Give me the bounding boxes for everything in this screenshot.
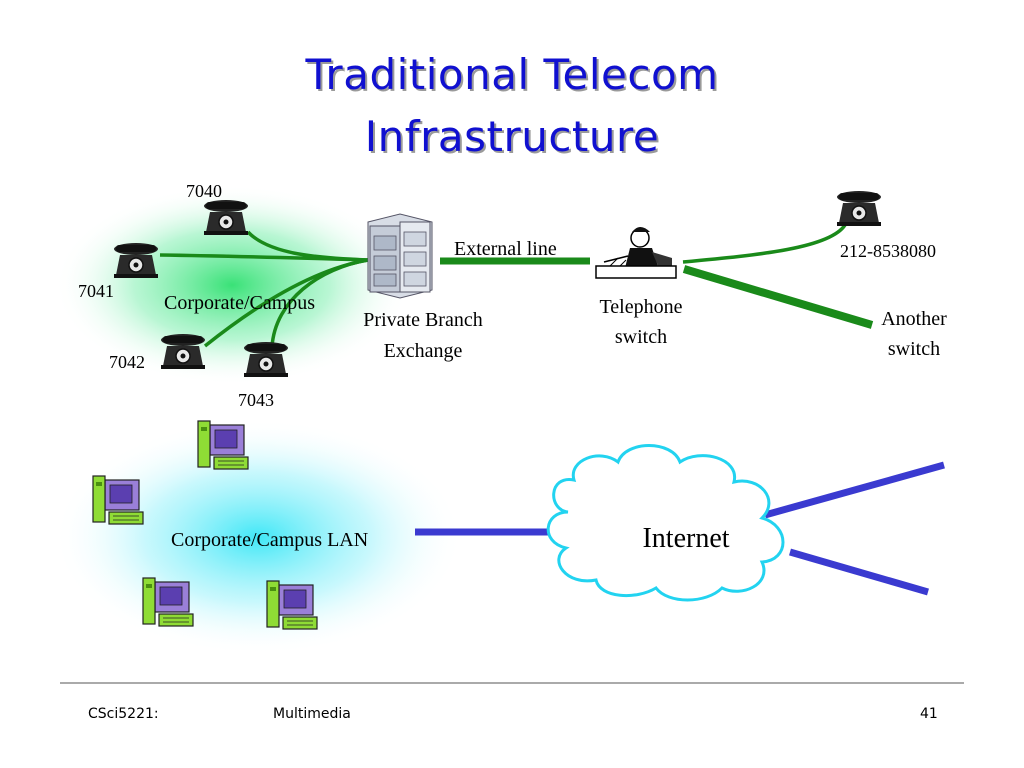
pc-icon-4 bbox=[266, 580, 318, 630]
phone-7043-icon bbox=[243, 341, 289, 378]
footer-course: CSci5221: bbox=[88, 706, 159, 722]
phone-remote-icon bbox=[836, 190, 882, 227]
internet-label: Internet bbox=[642, 523, 729, 554]
ext-7042-label: 7042 bbox=[109, 352, 145, 372]
slide-title-line-1: Traditional Telecom bbox=[305, 50, 719, 99]
line-7041 bbox=[159, 253, 369, 262]
internet-link-upper bbox=[764, 461, 945, 519]
external-line-label: External line bbox=[454, 238, 557, 260]
pbx-label-line-1: Private Branch bbox=[363, 309, 482, 331]
pbx-cabinet-icon bbox=[367, 213, 433, 299]
phone-7041-icon bbox=[113, 242, 159, 279]
remote-number-label: 212-8538080 bbox=[840, 241, 936, 261]
pbx-label-line-2: Exchange bbox=[384, 340, 463, 362]
internet-cloud bbox=[546, 444, 785, 602]
line-7043 bbox=[270, 258, 369, 348]
phone-7042-icon bbox=[160, 333, 206, 370]
pc-icon-3 bbox=[142, 577, 194, 627]
another-switch-line-1: Another bbox=[881, 308, 947, 330]
trunk-another-switch bbox=[682, 265, 874, 329]
internet-link-lower bbox=[789, 548, 929, 596]
ext-7043-label: 7043 bbox=[238, 390, 274, 410]
slide-title-line-2: Infrastructure bbox=[364, 112, 660, 161]
switch-label-line-1: Telephone bbox=[599, 296, 682, 318]
campus-glow bbox=[54, 185, 410, 385]
footer-page-number: 41 bbox=[920, 706, 938, 722]
pc-icon-2 bbox=[92, 475, 144, 525]
switch-label-line-2: switch bbox=[615, 326, 667, 348]
another-switch-line-2: switch bbox=[888, 338, 940, 360]
line-remote-phone bbox=[682, 223, 847, 264]
pc-icon-1 bbox=[197, 420, 249, 470]
lan-label: Corporate/Campus LAN bbox=[171, 529, 368, 551]
phone-7040-icon bbox=[203, 199, 249, 236]
footer-topic: Multimedia bbox=[273, 706, 351, 722]
ext-7040-label: 7040 bbox=[186, 181, 222, 201]
ext-7041-label: 7041 bbox=[78, 281, 114, 301]
campus-label: Corporate/Campus bbox=[164, 292, 315, 314]
telephone-operator-icon bbox=[595, 227, 677, 279]
